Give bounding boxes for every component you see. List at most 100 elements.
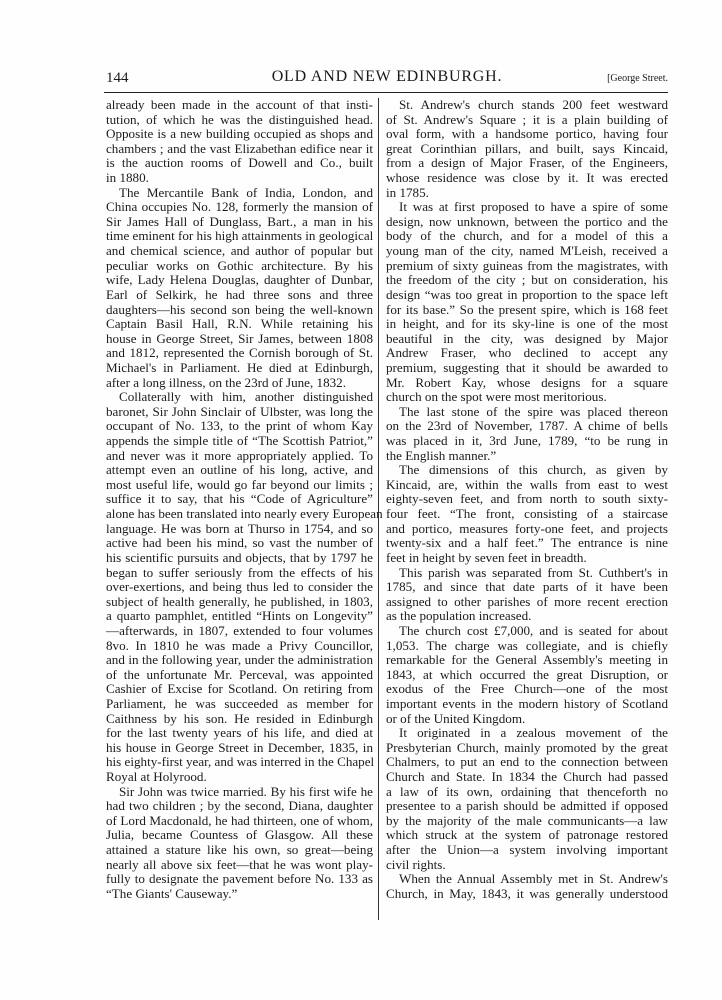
text-line: Royal at Holyrood. xyxy=(106,769,207,785)
text-line: oval form, with a handsome portico, havi… xyxy=(386,126,668,142)
text-line: peculiar works on Gothic architecture. B… xyxy=(106,257,373,273)
text-line: attempt even an outline of his long, act… xyxy=(106,462,373,478)
text-line: was placed in it, 3rd June, 1789, “to be… xyxy=(386,433,668,449)
text-line: and never was it more appropriately appl… xyxy=(106,447,373,463)
text-line: began to suffer seriously from the effec… xyxy=(106,564,373,580)
text-line: Opposite is a new building occupied as s… xyxy=(106,126,373,142)
text-line: assigned to other parishes of more recen… xyxy=(386,593,668,609)
running-title: OLD AND NEW EDINBURGH. xyxy=(271,68,503,85)
text-line: after a long illness, on the 23rd of Jun… xyxy=(106,374,347,390)
text-line: feet in height by seven feet in breadth. xyxy=(386,549,587,565)
text-line: beautiful in the city, was designed by M… xyxy=(386,330,668,346)
text-line: 1785, and since that date parts of it ha… xyxy=(386,579,668,595)
text-line: The dimensions of this church, as given … xyxy=(399,462,668,478)
text-line: church on the spot were most meritorious… xyxy=(386,389,607,405)
text-line: by the majority of the male communicants… xyxy=(386,812,668,828)
left-column: already been made in the account of that… xyxy=(106,97,383,902)
text-line: Sir James Hall of Dunglass, Bart., a man… xyxy=(106,213,373,229)
text-line: premium of sixty guineas from the magist… xyxy=(386,257,668,273)
text-line: Parliament, he was succeeded as member f… xyxy=(106,695,373,711)
text-line: chambers ; and the vast Elizabethan edif… xyxy=(106,140,373,156)
text-line: civil rights. xyxy=(386,856,446,872)
text-line: as the population increased. xyxy=(386,608,532,624)
text-line: The church cost £7,000, and is seated fo… xyxy=(399,622,668,638)
text-line: St. Andrew's church stands 200 feet west… xyxy=(399,97,668,112)
text-line: Church and State. In 1834 the Church had… xyxy=(386,769,668,785)
text-line: 8vo. In 1810 he was made a Privy Council… xyxy=(106,637,373,653)
text-line: It was at first proposed to have a spire… xyxy=(399,199,668,215)
text-line: a law of its own, ordaining that thencef… xyxy=(386,783,668,799)
text-line: house in George Street, Sir James, betwe… xyxy=(106,330,373,346)
text-line: alone has been translated into nearly ev… xyxy=(106,506,383,522)
text-line: Julia, became Countess of Glasgow. All t… xyxy=(106,827,373,843)
text-line: of St. Andrew's Square ; it is a plain b… xyxy=(386,111,668,127)
text-line: Earl of Selkirk, he had three sons and t… xyxy=(106,286,373,302)
text-line: important events in the modern history o… xyxy=(386,695,668,711)
text-line: time eminent for his high attainments in… xyxy=(106,228,374,244)
text-line: Kincaid, are, within the walls from east… xyxy=(386,476,668,492)
text-line: Captain Basil Hall, R.N. While retaining… xyxy=(106,316,373,332)
text-line: attained a stature like his own, so grea… xyxy=(106,842,373,858)
text-line: his scientific pursuits and objects, tha… xyxy=(106,549,373,565)
text-line: Sir John was twice married. By his first… xyxy=(119,783,373,799)
text-line: subject of health generally, he publishe… xyxy=(106,593,373,609)
text-line: his eighty-first year, and was interred … xyxy=(106,754,375,770)
text-line: a quarto pamphlet, entitled “Hints on Lo… xyxy=(106,608,373,624)
text-line: and 1812, represented the Cornish boroug… xyxy=(106,345,373,361)
text-line: is the auction rooms of Dowell and Co., … xyxy=(106,155,373,171)
text-line: Presbyterian Church, mainly promoted by … xyxy=(386,739,668,755)
text-line: in height, and for its sky-line is one o… xyxy=(386,316,668,332)
text-line: The Mercantile Bank of India, London, an… xyxy=(119,184,373,200)
text-line: wife, Lady Helena Douglas, daughter of D… xyxy=(106,272,373,288)
right-column: St. Andrew's church stands 200 feet west… xyxy=(386,97,668,902)
text-line: of Lord Macdonald, he had thirteen, one … xyxy=(106,812,373,828)
text-line: most useful life, would go far beyond ou… xyxy=(106,476,373,492)
text-line: in 1785. xyxy=(386,184,429,200)
page-number: 144 xyxy=(106,70,129,86)
text-line: —afterwards, in 1807, extended to four v… xyxy=(106,622,373,638)
text-line: had two children ; by the second, Diana,… xyxy=(106,798,373,814)
text-line: language. He was born at Thurso in 1754,… xyxy=(106,520,373,536)
text-line: after the Union—a system involving impor… xyxy=(386,842,668,858)
text-line: and portico, measures forty-one feet, an… xyxy=(386,520,668,536)
text-line: body of the church, and for a model of t… xyxy=(386,228,668,244)
text-line: It originated in a zealous movement of t… xyxy=(399,725,668,741)
text-line: suffice it to say, that his “Code of Agr… xyxy=(106,491,373,507)
text-line: tution, of which he was the distinguishe… xyxy=(106,111,373,127)
text-line: 1843, at which occurred the great Disrup… xyxy=(386,666,668,682)
text-line: for the last twenty years of his life, a… xyxy=(106,725,373,741)
text-line: from a design of Major Fraser, of the En… xyxy=(386,155,668,171)
text-line: Caithness by his son. He resided in Edin… xyxy=(106,710,373,726)
text-line: for its base.” So the present spire, whi… xyxy=(386,301,668,317)
text-line: eighty-seven feet, and from north to sou… xyxy=(386,491,668,507)
text-line: This parish was separated from St. Cuthb… xyxy=(399,564,668,580)
text-line: Chalmers, to put an end to the connectio… xyxy=(386,754,668,770)
text-line: baronet, Sir John Sinclair of Ulbster, w… xyxy=(106,403,373,419)
text-line: Andrew Fraser, who declined to accept an… xyxy=(386,345,668,361)
text-line: design “was too great in proportion to t… xyxy=(386,286,668,302)
text-line: When the Annual Assembly met in St. Andr… xyxy=(399,871,668,887)
text-line: whose residence was close by it. It was … xyxy=(386,170,668,186)
text-line: young man of the city, named M'Leish, re… xyxy=(386,243,668,259)
text-line: occupant of No. 133, to the print of who… xyxy=(106,418,373,434)
text-line: which struck at the system of patronage … xyxy=(386,827,668,843)
text-line: already been made in the account of that… xyxy=(106,97,373,112)
header-rule xyxy=(104,92,668,93)
column-divider xyxy=(378,98,379,920)
text-line: Collaterally with him, another distingui… xyxy=(119,389,373,405)
text-line: exodus of the Free Church—one of the mos… xyxy=(386,681,668,697)
text-line: his house in George Street in December, … xyxy=(106,739,373,755)
page-header: 144 OLD AND NEW EDINBURGH. [George Stree… xyxy=(106,68,668,90)
text-line: Mr. Robert Kay, whose designs for a squa… xyxy=(386,374,668,390)
text-line: The last stone of the spire was placed t… xyxy=(399,403,668,419)
text-line: and chemical science, and author of popu… xyxy=(106,243,373,259)
text-line: twenty-six and a half feet.” The entranc… xyxy=(386,535,668,551)
text-line: the freedom of the city ; but on conside… xyxy=(386,272,668,288)
text-line: design, now unknown, between the portico… xyxy=(386,213,668,229)
text-line: presentee to a parish should be admitted… xyxy=(386,798,668,814)
text-line: appends the simple title of “The Scottis… xyxy=(106,433,373,449)
text-line: of the unfortunate Mr. Perceval, was app… xyxy=(106,666,373,682)
text-line: “The Giants' Causeway.” xyxy=(106,885,238,901)
text-line: or of the United Kingdom. xyxy=(386,710,526,726)
